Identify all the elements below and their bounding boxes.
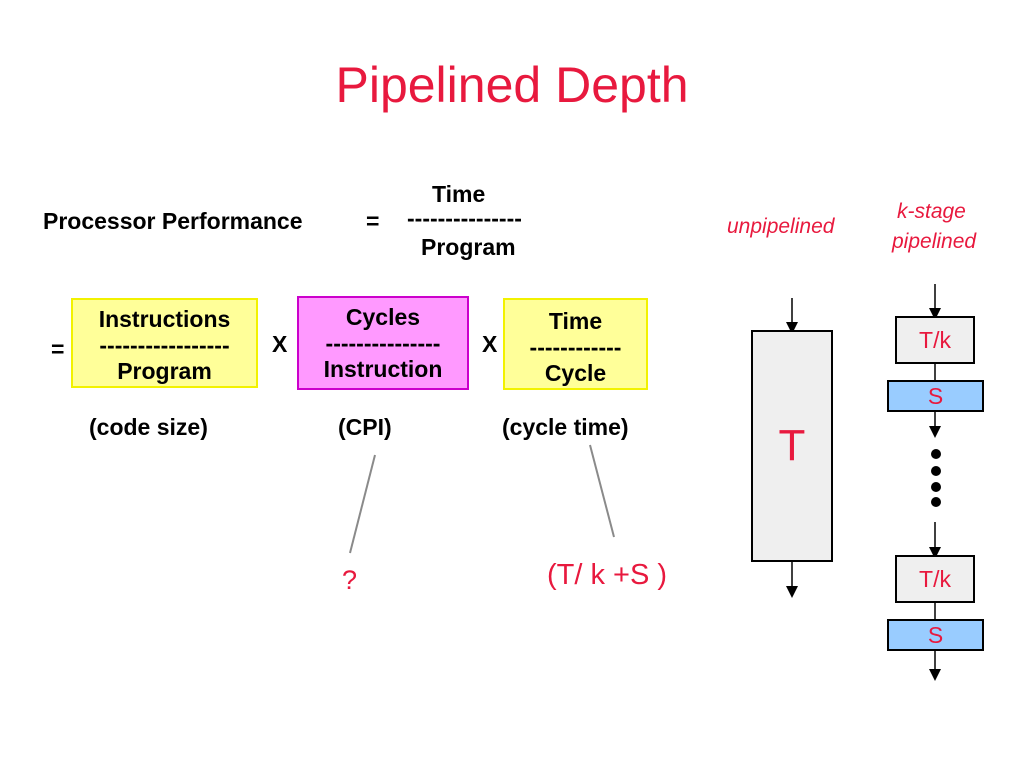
term-numerator: Instructions <box>98 306 231 332</box>
unpipelined-label: unpipelined <box>727 215 835 238</box>
cpi-answer: ? <box>342 565 358 595</box>
expansion-equals: = <box>51 336 65 362</box>
code-size-note: (code size) <box>89 414 208 440</box>
slide-title: Pipelined Depth <box>335 57 689 113</box>
term-divider: ----------------- <box>99 332 230 358</box>
performance-label: Processor Performance <box>43 208 303 234</box>
cycle-time-note: (cycle time) <box>502 414 629 440</box>
multiply-sign: X <box>272 331 288 357</box>
multiply-sign: X <box>482 331 498 357</box>
term-numerator: Cycles <box>345 304 421 330</box>
cycle-time-callout-line <box>589 444 615 538</box>
cpi-callout-line <box>349 454 376 554</box>
pipeline-latch-last: S <box>887 619 984 651</box>
pipeline-latch-first: S <box>887 380 984 412</box>
unpipelined-stage: T <box>751 330 833 562</box>
pipeline-stage-first: T/k <box>895 316 975 364</box>
code-size-box: Instructions ----------------- Program <box>71 298 258 388</box>
cpi-box: Cycles --------------- Instruction <box>297 296 469 390</box>
term-numerator: Time <box>548 308 603 334</box>
fraction-denominator: Program <box>421 234 516 260</box>
term-denominator: Cycle <box>544 360 607 386</box>
ellipsis-dot <box>931 497 941 507</box>
term-divider: --------------- <box>325 330 441 356</box>
ellipsis-dot <box>931 482 941 492</box>
cpi-note: (CPI) <box>338 414 392 440</box>
ellipsis-dot <box>931 449 941 459</box>
term-divider: ------------ <box>529 334 622 360</box>
pipelined-label: pipelined <box>892 230 977 253</box>
ellipsis-dot <box>931 466 941 476</box>
term-denominator: Program <box>117 358 212 384</box>
pipeline-stage-last: T/k <box>895 555 975 603</box>
cycle-time-box: Time ------------ Cycle <box>503 298 648 390</box>
fraction-numerator: Time <box>432 181 486 207</box>
cycle-time-formula: (T/ k +S ) <box>547 559 668 591</box>
fraction-divider: --------------- <box>407 205 522 231</box>
term-denominator: Instruction <box>323 356 443 382</box>
performance-equals: = <box>366 208 380 234</box>
kstage-label: k-stage <box>897 200 966 223</box>
